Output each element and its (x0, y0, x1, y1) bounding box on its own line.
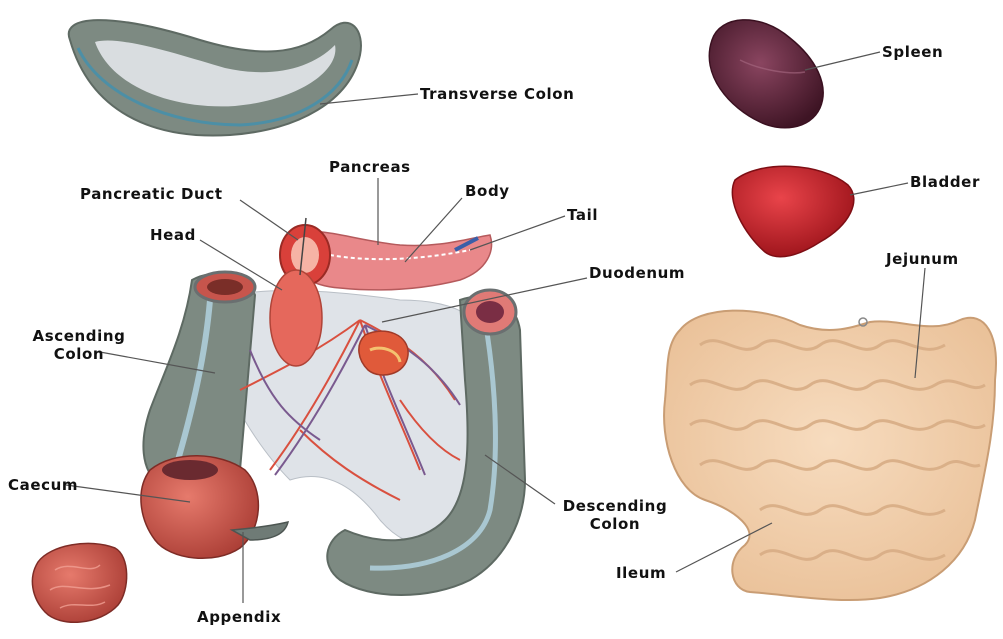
label-ascending-colon-line2: Colon (24, 345, 134, 363)
transverse-colon (69, 20, 361, 135)
label-ascending-colon: Ascending Colon (24, 327, 134, 363)
label-head: Head (150, 226, 196, 244)
label-descending-colon-line1: Descending (555, 497, 675, 515)
label-jejunum: Jejunum (886, 250, 959, 268)
caecum-section (32, 543, 126, 622)
label-pancreas: Pancreas (329, 158, 411, 176)
label-descending-colon: Descending Colon (555, 497, 675, 533)
label-descending-colon-line2: Colon (555, 515, 675, 533)
label-appendix: Appendix (197, 608, 281, 626)
label-ileum: Ileum (616, 564, 666, 582)
label-tail: Tail (567, 206, 598, 224)
caecum (141, 456, 288, 559)
label-duodenum: Duodenum (589, 264, 685, 282)
bladder (732, 166, 853, 256)
label-body: Body (465, 182, 510, 200)
spleen (709, 20, 823, 128)
label-pancreatic-duct: Pancreatic Duct (80, 185, 223, 203)
small-intestine (664, 311, 996, 600)
label-caecum: Caecum (8, 476, 78, 494)
label-ascending-colon-line1: Ascending (24, 327, 134, 345)
label-bladder: Bladder (910, 173, 980, 191)
label-spleen: Spleen (882, 43, 943, 61)
label-transverse-colon: Transverse Colon (420, 85, 574, 103)
